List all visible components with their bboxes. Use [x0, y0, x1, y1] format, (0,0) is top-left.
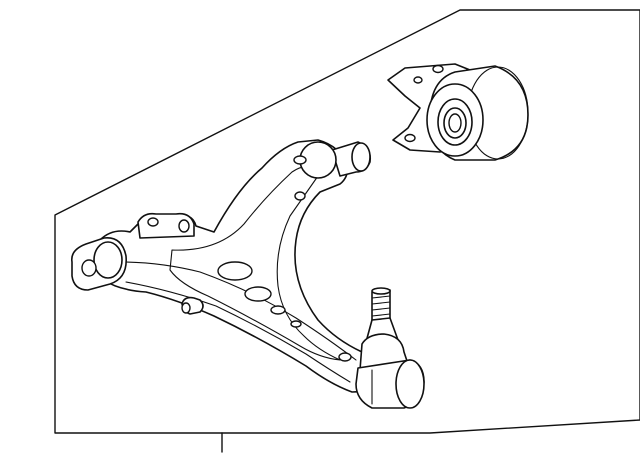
- stud-thread-2: [371, 301, 391, 305]
- stud-thread-4: [371, 313, 391, 317]
- arm-outer-hole: [338, 352, 352, 362]
- sensor-stud-end: [181, 302, 191, 314]
- bracket-bolt-hole-upper: [432, 64, 444, 74]
- stud-thread-1: [371, 295, 391, 299]
- assembly-panel-outline: [54, 9, 640, 434]
- bracket-bolt-hole-mid: [413, 76, 423, 84]
- rear-pivot-collar-hole: [293, 155, 307, 165]
- bracket-bolt-hole-lower: [404, 133, 416, 143]
- tab-hole-right: [178, 219, 190, 233]
- lightening-hole-large: [217, 261, 253, 281]
- front-bushing-eye-ring: [93, 241, 123, 279]
- ball-joint-stud-top: [371, 287, 391, 295]
- lower-control-arm: [70, 139, 379, 393]
- arm-upper-hole: [294, 191, 306, 201]
- tab-hole-left: [147, 217, 159, 227]
- stud-thread-3: [371, 307, 391, 311]
- rear-pivot-shaft-end: [351, 142, 371, 172]
- lightening-hole-small: [270, 305, 286, 315]
- front-bushing-bore: [81, 259, 97, 277]
- lightening-hole-medium: [244, 286, 272, 302]
- control-arm-lower-edge: [125, 281, 351, 383]
- ball-joint-housing-face: [395, 359, 425, 409]
- control-arm-flange-line: [119, 261, 357, 361]
- rear-bushing: [387, 63, 529, 161]
- control-arm-web: [169, 166, 341, 361]
- bushing-bore: [448, 113, 462, 133]
- ball-joint-boot: [359, 333, 409, 371]
- lightening-hole-tiny: [290, 320, 302, 328]
- ball-joint: [355, 287, 425, 409]
